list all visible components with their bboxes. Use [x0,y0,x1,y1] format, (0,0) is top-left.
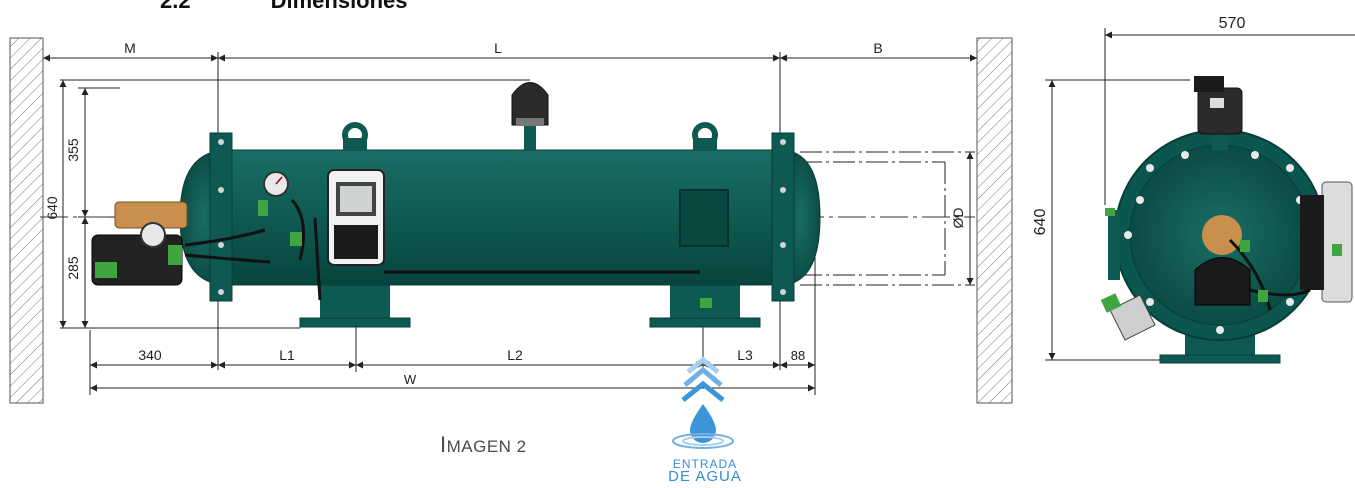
section-title: Dimensiones [270,0,408,13]
dim-w-label: W [404,372,417,387]
dim-b-label: B [873,40,882,56]
water-inlet-label: ENTRADA DE AGUA [665,458,745,484]
dim-m-label: M [124,40,136,56]
right-wall [976,37,1013,404]
dim-right-offset-label: 88 [791,348,805,363]
water-inlet-line1: ENTRADA [672,457,738,471]
side-width-label: 570 [1219,15,1246,32]
water-inlet-line2: DE AGUA [668,468,742,485]
dim-l-label: L [494,40,502,56]
dim-l3-label: L3 [737,347,753,363]
section-number: 2.2 [160,0,191,13]
dim-upper-label: 355 [65,138,81,162]
diameter-dimension [800,151,975,286]
left-vertical-dimensions [59,79,530,329]
dim-height-label: 640 [44,196,60,220]
filter-side-view [1100,76,1353,364]
dim-l2-label: L2 [507,347,523,363]
figure-caption: IMAGEN 2 [440,432,527,458]
water-inlet-icon [672,356,734,449]
side-height-label: 640 [1032,209,1049,236]
bottom-dimensions [89,240,816,395]
caption-initial: I [440,432,447,457]
dim-l1-label: L1 [279,347,295,363]
dim-lower-label: 285 [65,256,81,280]
left-wall [9,37,44,404]
dim-left-offset-label: 340 [138,347,162,363]
section-heading: 2.2 Dimensiones [160,0,408,14]
filter-front-view [40,82,975,328]
side-dimensions [1045,28,1355,361]
caption-rest: MAGEN 2 [446,437,527,456]
dim-diameter-label: ØD [950,208,966,229]
